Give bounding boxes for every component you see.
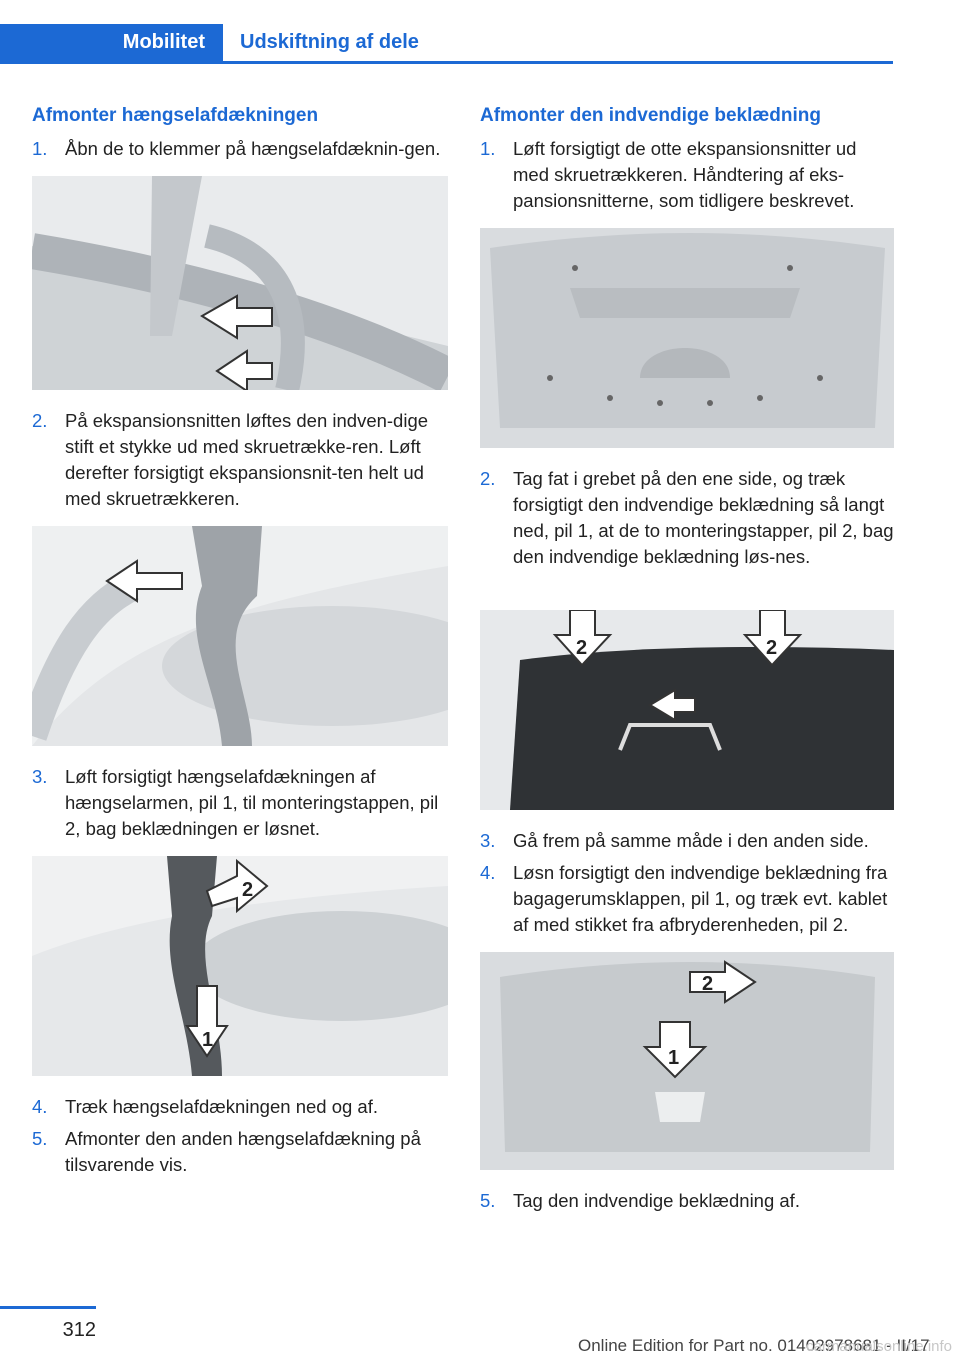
figure-label-1: 1 xyxy=(668,1047,679,1069)
step-item: 2. Tag fat i grebet på den ene side, og … xyxy=(480,466,894,570)
page-number: 312 xyxy=(0,1306,96,1342)
step-number: 5. xyxy=(32,1128,48,1149)
figure-label-1: 1 xyxy=(202,1029,213,1051)
step-item: 5. Tag den indvendige beklædning af. xyxy=(480,1188,894,1214)
step-text: Træk hængselafdækningen ned og af. xyxy=(65,1096,378,1117)
step-text: Løsn forsigtigt den indvendige beklædnin… xyxy=(513,862,888,935)
step-number: 3. xyxy=(32,766,48,787)
figure-label-2: 2 xyxy=(702,973,713,995)
figure-label-2: 2 xyxy=(576,637,587,659)
step-item: 3. Gå frem på samme måde i den anden sid… xyxy=(480,828,894,854)
step-item: 4. Træk hængselafdækningen ned og af. xyxy=(32,1094,448,1120)
step-text: Løft forsigtigt hængselafdækningen af hæ… xyxy=(65,766,439,839)
figure-inner-trim xyxy=(480,228,894,448)
tab-udskiftning[interactable]: Udskiftning af dele xyxy=(240,31,419,53)
step-item: 3. Løft forsigtigt hængselafdækningen af… xyxy=(32,764,448,842)
section-heading: Afmonter den indvendige beklædning xyxy=(480,105,821,126)
figure-label-2: 2 xyxy=(242,879,253,901)
step-item: 2. På ekspansionsnitten løftes den indve… xyxy=(32,408,448,512)
step-text: Tag fat i grebet på den ene side, og træ… xyxy=(513,468,894,567)
step-text: Tag den indvendige beklædning af. xyxy=(513,1190,800,1211)
step-number: 3. xyxy=(480,830,496,851)
step-number: 2. xyxy=(32,410,48,431)
step-text: Løft forsigtigt de otte ekspansionsnitte… xyxy=(513,138,857,211)
left-column: Afmonter hængselafdækningen 1. Åbn de to… xyxy=(32,104,448,1184)
figure-label-2: 2 xyxy=(766,637,777,659)
tab-mobilitet[interactable]: Mobilitet xyxy=(0,24,223,61)
step-text: Afmonter den anden hængselafdækning på t… xyxy=(65,1128,421,1175)
step-number: 1. xyxy=(32,138,48,159)
step-number: 4. xyxy=(32,1096,48,1117)
step-item: 1. Åbn de to klemmer på hængselafdæknin-… xyxy=(32,136,448,162)
step-text: Åbn de to klemmer på hængselafdæknin-gen… xyxy=(65,138,441,159)
right-column: Afmonter den indvendige beklædning 1. Lø… xyxy=(480,104,894,1220)
step-item: 1. Løft forsigtigt de otte ekspansionsni… xyxy=(480,136,894,214)
step-text: Gå frem på samme måde i den anden side. xyxy=(513,830,869,851)
figure-trim-pull: 2 2 xyxy=(480,610,894,810)
step-number: 4. xyxy=(480,862,496,883)
step-number: 2. xyxy=(480,468,496,489)
watermark: carmanualsonline.info xyxy=(806,1338,952,1355)
step-number: 5. xyxy=(480,1190,496,1211)
step-item: 5. Afmonter den anden hængselafdækning p… xyxy=(32,1126,448,1178)
section-heading: Afmonter hængselafdækningen xyxy=(32,105,319,126)
step-text: På ekspansionsnitten løftes den indven-d… xyxy=(65,410,429,509)
figure-trim-removal: 1 2 xyxy=(480,952,894,1170)
header-bar: Mobilitet Udskiftning af dele xyxy=(0,24,893,64)
figure-expansion-rivet xyxy=(32,526,448,746)
figure-hinge-lift: 2 1 xyxy=(32,856,448,1076)
figure-hinge-clips xyxy=(32,176,448,390)
edition-footer: Online Edition for Part no. 01402978681 … xyxy=(578,1336,930,1355)
step-number: 1. xyxy=(480,138,496,159)
step-item: 4. Løsn forsigtigt den indvendige beklæd… xyxy=(480,860,894,938)
